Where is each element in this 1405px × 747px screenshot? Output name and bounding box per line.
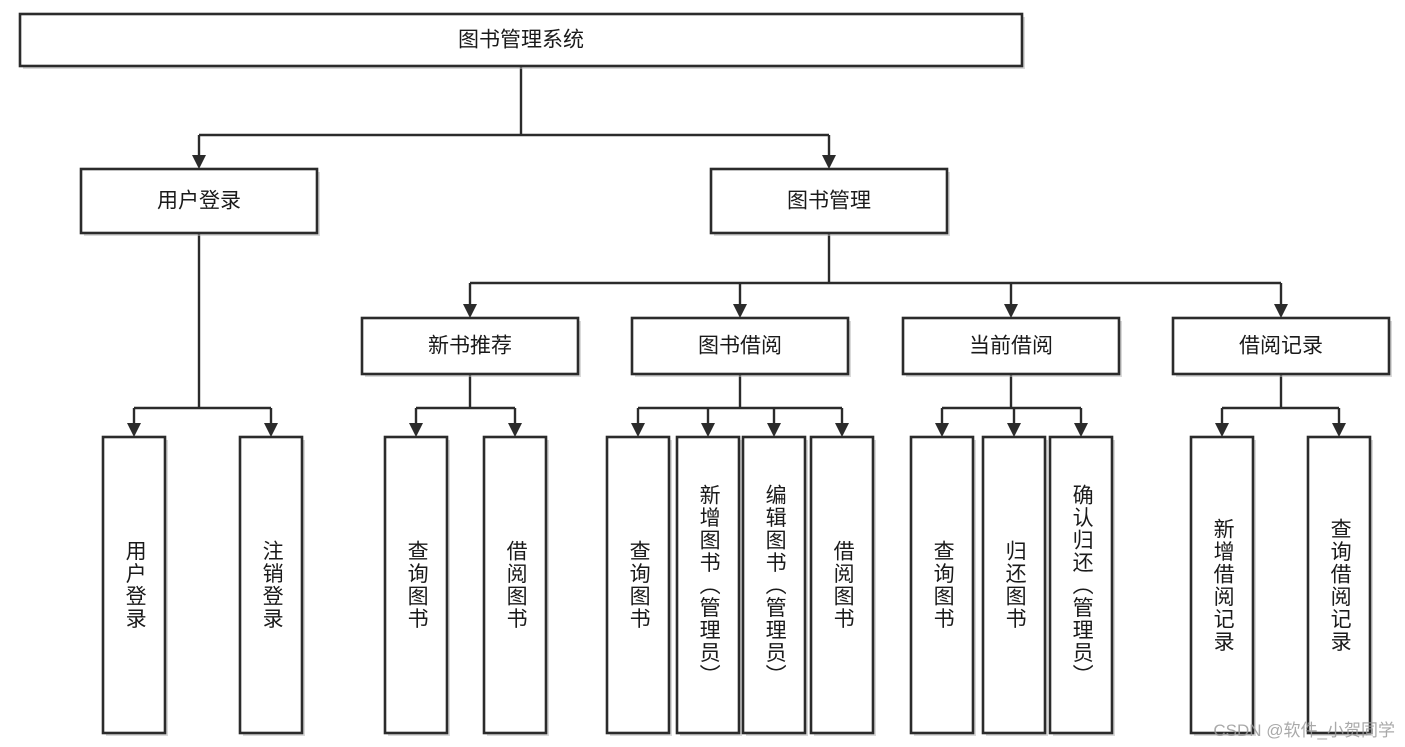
arrow-head-icon — [935, 423, 949, 437]
arrow-head-icon — [701, 423, 715, 437]
connector-lines — [127, 66, 1346, 437]
node-box-node-当前借阅-l3[interactable] — [901, 316, 1121, 376]
arrow-head-icon — [822, 155, 836, 169]
node-box-leaf-11[interactable] — [1189, 435, 1255, 735]
csdn-watermark: CSDN @软件_小贺同学 — [1213, 721, 1395, 740]
node-图书管理系统-root[interactable] — [18, 12, 1024, 68]
node-label-node-图书管理-l2: 图书管理 — [787, 190, 871, 213]
node-label-node-图书借阅-l3: 图书借阅 — [698, 335, 782, 358]
node-box-leaf-3[interactable] — [482, 435, 548, 735]
arrow-head-icon — [1004, 304, 1018, 318]
arrow-head-icon — [1215, 423, 1229, 437]
arrow-head-icon — [192, 155, 206, 169]
arrow-head-icon — [733, 304, 747, 318]
arrow-head-icon — [463, 304, 477, 318]
node-box-leaf-10[interactable] — [1048, 435, 1114, 735]
arrow-head-icon — [508, 423, 522, 437]
node-box-leaf-12[interactable] — [1306, 435, 1372, 735]
node-box-leaf-7[interactable] — [809, 435, 875, 735]
arrow-head-icon — [835, 423, 849, 437]
arrow-head-icon — [1274, 304, 1288, 318]
arrow-head-icon — [409, 423, 423, 437]
node-label-node-当前借阅-l3: 当前借阅 — [969, 335, 1053, 358]
arrow-head-icon — [1332, 423, 1346, 437]
node-box-leaf-4[interactable] — [605, 435, 671, 735]
node-box-leaf-9[interactable] — [981, 435, 1047, 735]
node-box-node-借阅记录-l3[interactable] — [1171, 316, 1391, 376]
node-boxes — [18, 12, 1392, 736]
node-label-node-新书推荐-l3: 新书推荐 — [428, 335, 512, 358]
node-box-leaf-6[interactable] — [741, 435, 807, 735]
node-box-node-图书借阅-l3[interactable] — [630, 316, 850, 376]
node-box-leaf-5[interactable] — [675, 435, 741, 735]
node-box-node-新书推荐-l3[interactable] — [360, 316, 580, 376]
node-label-node-借阅记录-l3: 借阅记录 — [1239, 335, 1323, 358]
arrow-head-icon — [1074, 423, 1088, 437]
node-box-node-用户登录-l2[interactable] — [79, 167, 319, 235]
node-box-leaf-8[interactable] — [909, 435, 975, 735]
node-box-node-图书管理-l2[interactable] — [709, 167, 949, 235]
node-box-leaf-1[interactable] — [238, 435, 304, 735]
arrow-head-icon — [631, 423, 645, 437]
node-label-node-用户登录-l2: 用户登录 — [157, 190, 241, 213]
arrow-head-icon — [1007, 423, 1021, 437]
node-box-leaf-2[interactable] — [383, 435, 449, 735]
arrow-head-icon — [264, 423, 278, 437]
arrow-head-icon — [767, 423, 781, 437]
arrow-head-icon — [127, 423, 141, 437]
root-node-label: 图书管理系统 — [458, 29, 584, 52]
node-box-leaf-0[interactable] — [101, 435, 167, 735]
